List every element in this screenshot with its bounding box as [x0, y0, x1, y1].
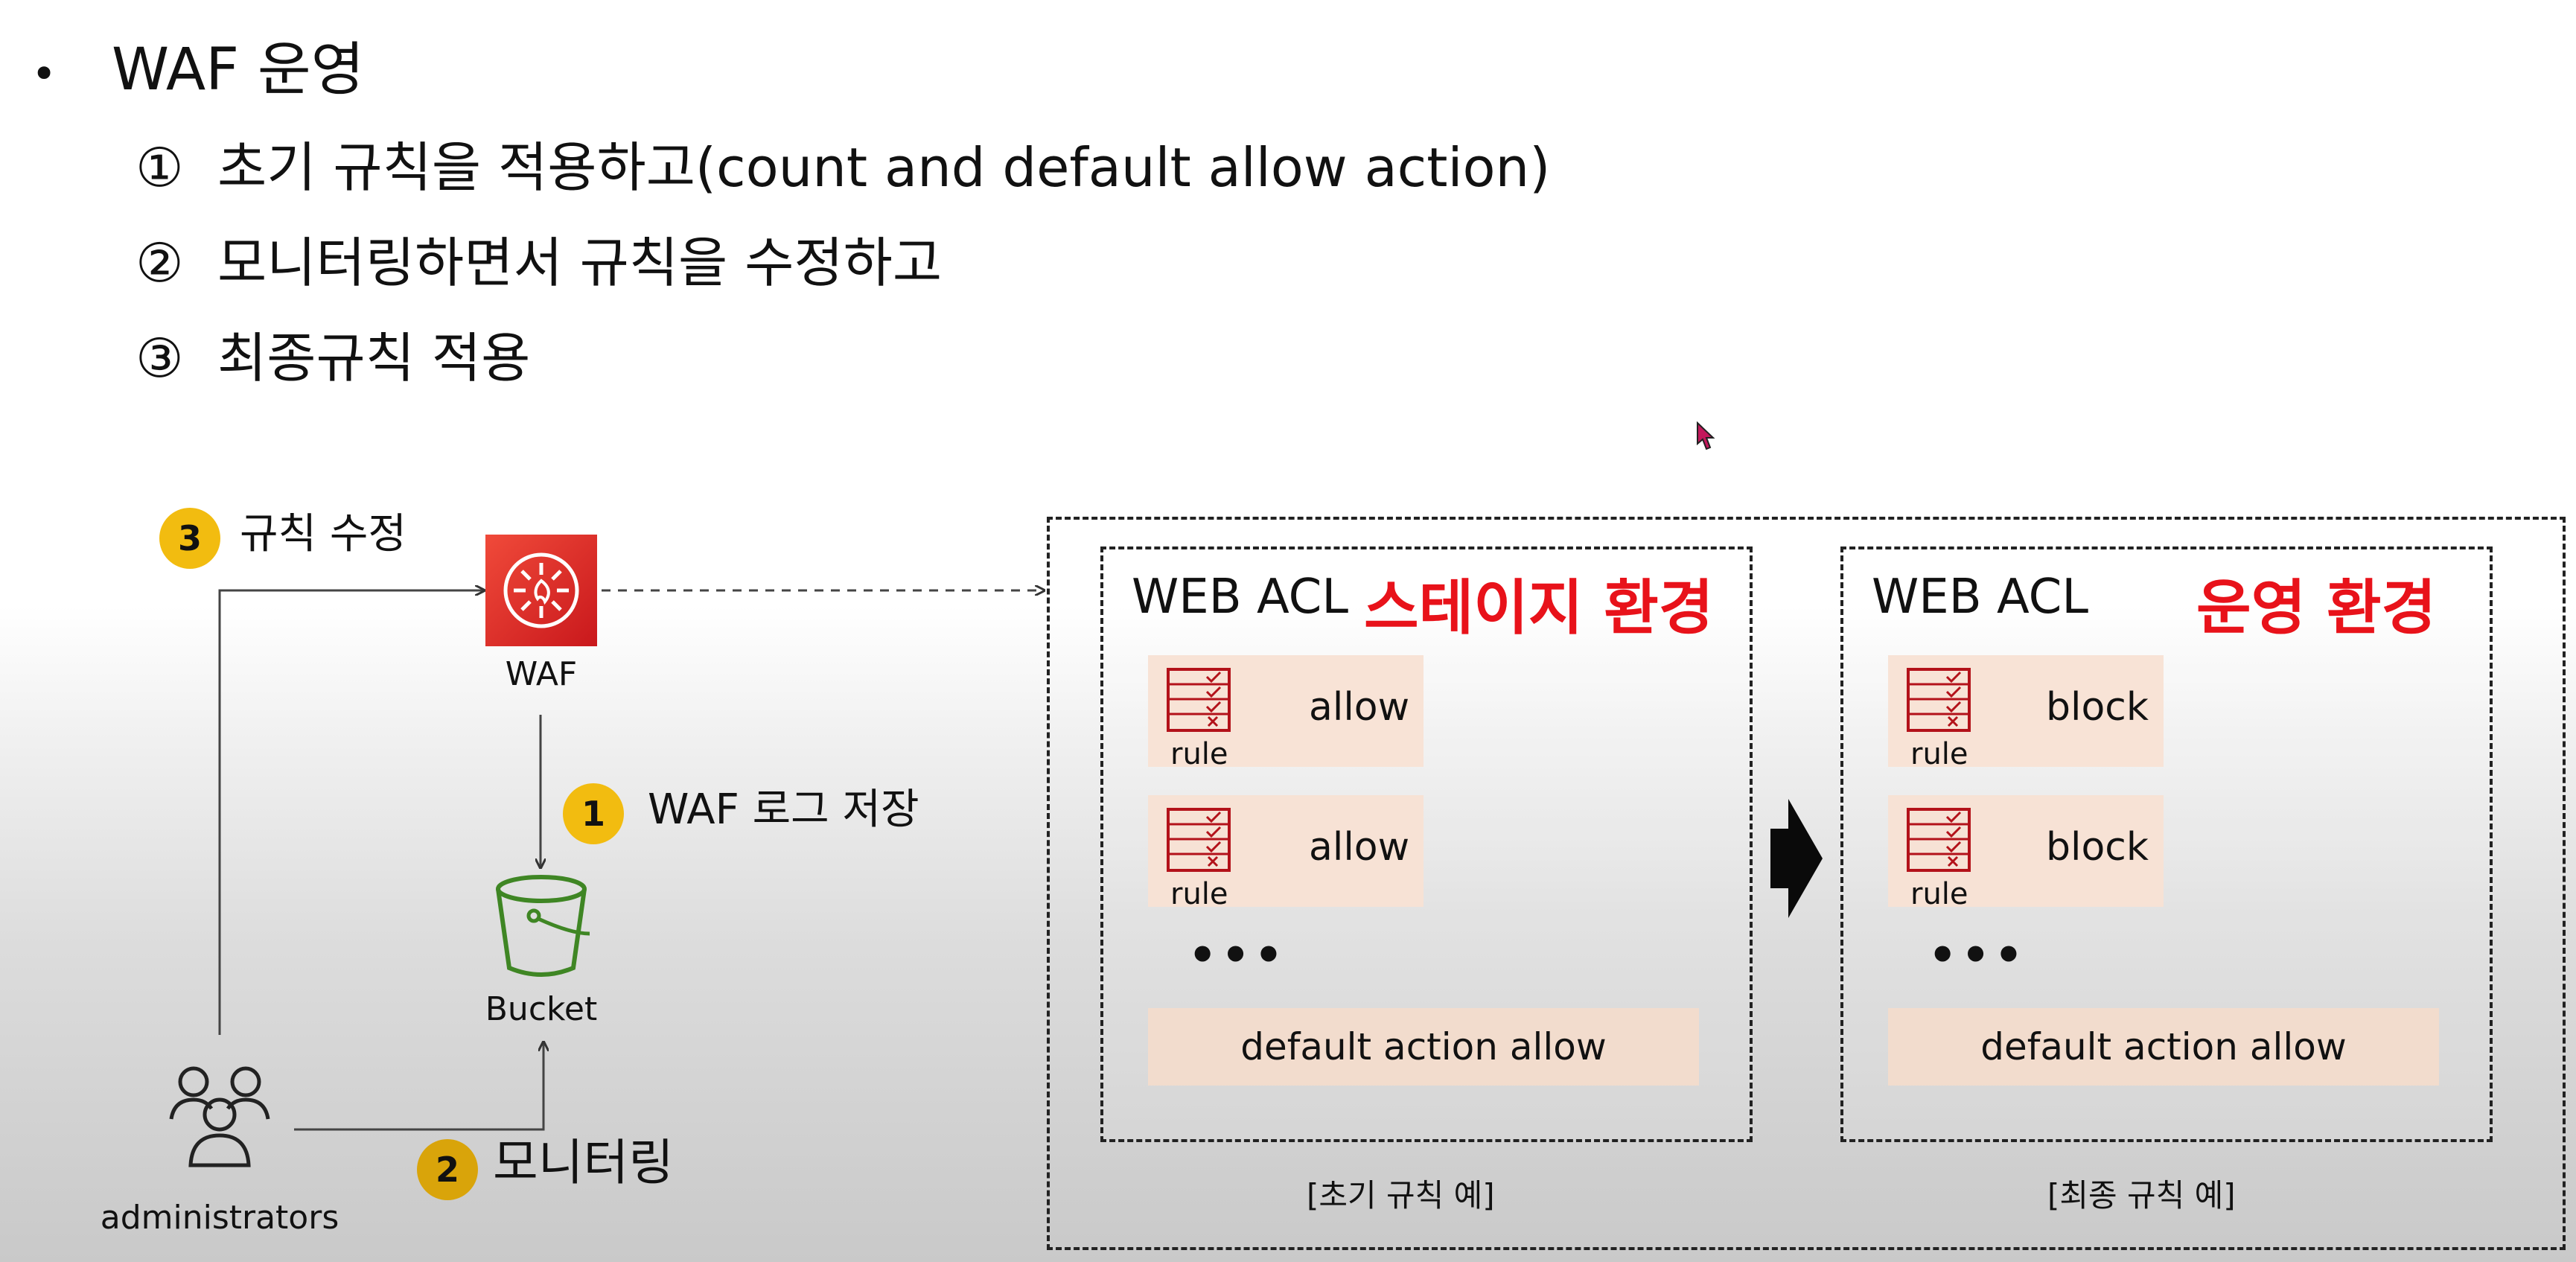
stage-acl-title: WEB ACL — [1132, 570, 1348, 625]
step-1-number: ① — [136, 136, 184, 199]
page-title: WAF 운영 — [112, 36, 365, 103]
rule-list-icon — [1167, 808, 1231, 872]
stage-rule-2-action: allow — [1309, 825, 1410, 870]
step-3-number: ③ — [136, 327, 184, 389]
waf-label: WAF — [505, 655, 578, 693]
stage-rule-2 — [1148, 795, 1424, 907]
prod-rule-1-label: rule — [1910, 737, 1968, 771]
step-1-text: 초기 규칙을 적용하고(count and default allow acti… — [217, 136, 1551, 199]
edit-rules-label: 규칙 수정 — [240, 510, 407, 558]
step-3: ③ 최종규칙 적용 — [136, 326, 530, 390]
rule-list-icon — [1907, 668, 1971, 732]
prod-caption: [최종 규칙 예] — [2047, 1177, 2236, 1214]
step-3-text: 최종규칙 적용 — [217, 327, 531, 389]
bucket-icon — [496, 875, 590, 977]
prod-rule-1 — [1888, 655, 2164, 767]
prod-rule-1-action: block — [2046, 685, 2149, 730]
stage-caption: [초기 규칙 예] — [1307, 1177, 1495, 1214]
stage-rule-1-label: rule — [1170, 737, 1228, 771]
stage-default-action: default action allow — [1148, 1008, 1699, 1086]
stage-rule-1 — [1148, 655, 1424, 767]
prod-default-action: default action allow — [1888, 1008, 2439, 1086]
prod-acl-title: WEB ACL — [1872, 570, 2088, 625]
prod-env-label: 운영 환경 — [2196, 573, 2437, 643]
prod-ellipsis: ••• — [1928, 929, 2028, 981]
step-badge-3: 3 — [159, 508, 220, 569]
stage-ellipsis: ••• — [1188, 929, 1288, 981]
prod-rule-2-label: rule — [1910, 877, 1968, 911]
bullet-dot: • — [31, 48, 57, 99]
mouse-pointer-icon — [1697, 421, 1715, 450]
prod-rule-2-action: block — [2046, 825, 2149, 870]
step-1: ① 초기 규칙을 적용하고(count and default allow ac… — [136, 136, 1550, 200]
step-2: ② 모니터링하면서 규칙을 수정하고 — [136, 231, 942, 295]
stage-env-label: 스테이지 환경 — [1364, 573, 1714, 643]
bucket-label: Bucket — [485, 990, 598, 1028]
stage-rule-2-label: rule — [1170, 877, 1228, 911]
acl-comparison-frame — [1047, 517, 2566, 1250]
prod-rule-2 — [1888, 795, 2164, 907]
rule-list-icon — [1907, 808, 1971, 872]
stage-rule-1-action: allow — [1309, 685, 1410, 730]
monitoring-label: 모니터링 — [493, 1134, 674, 1191]
waf-icon — [485, 535, 597, 646]
step-2-number: ② — [136, 232, 184, 294]
administrators-icon — [169, 1066, 270, 1167]
step-badge-1: 1 — [563, 783, 624, 844]
rule-list-icon — [1167, 668, 1231, 732]
step-2-text: 모니터링하면서 규칙을 수정하고 — [217, 232, 943, 294]
step-badge-2: 2 — [417, 1139, 478, 1200]
administrators-label: administrators — [100, 1199, 339, 1237]
save-logs-label: WAF 로그 저장 — [648, 785, 919, 834]
